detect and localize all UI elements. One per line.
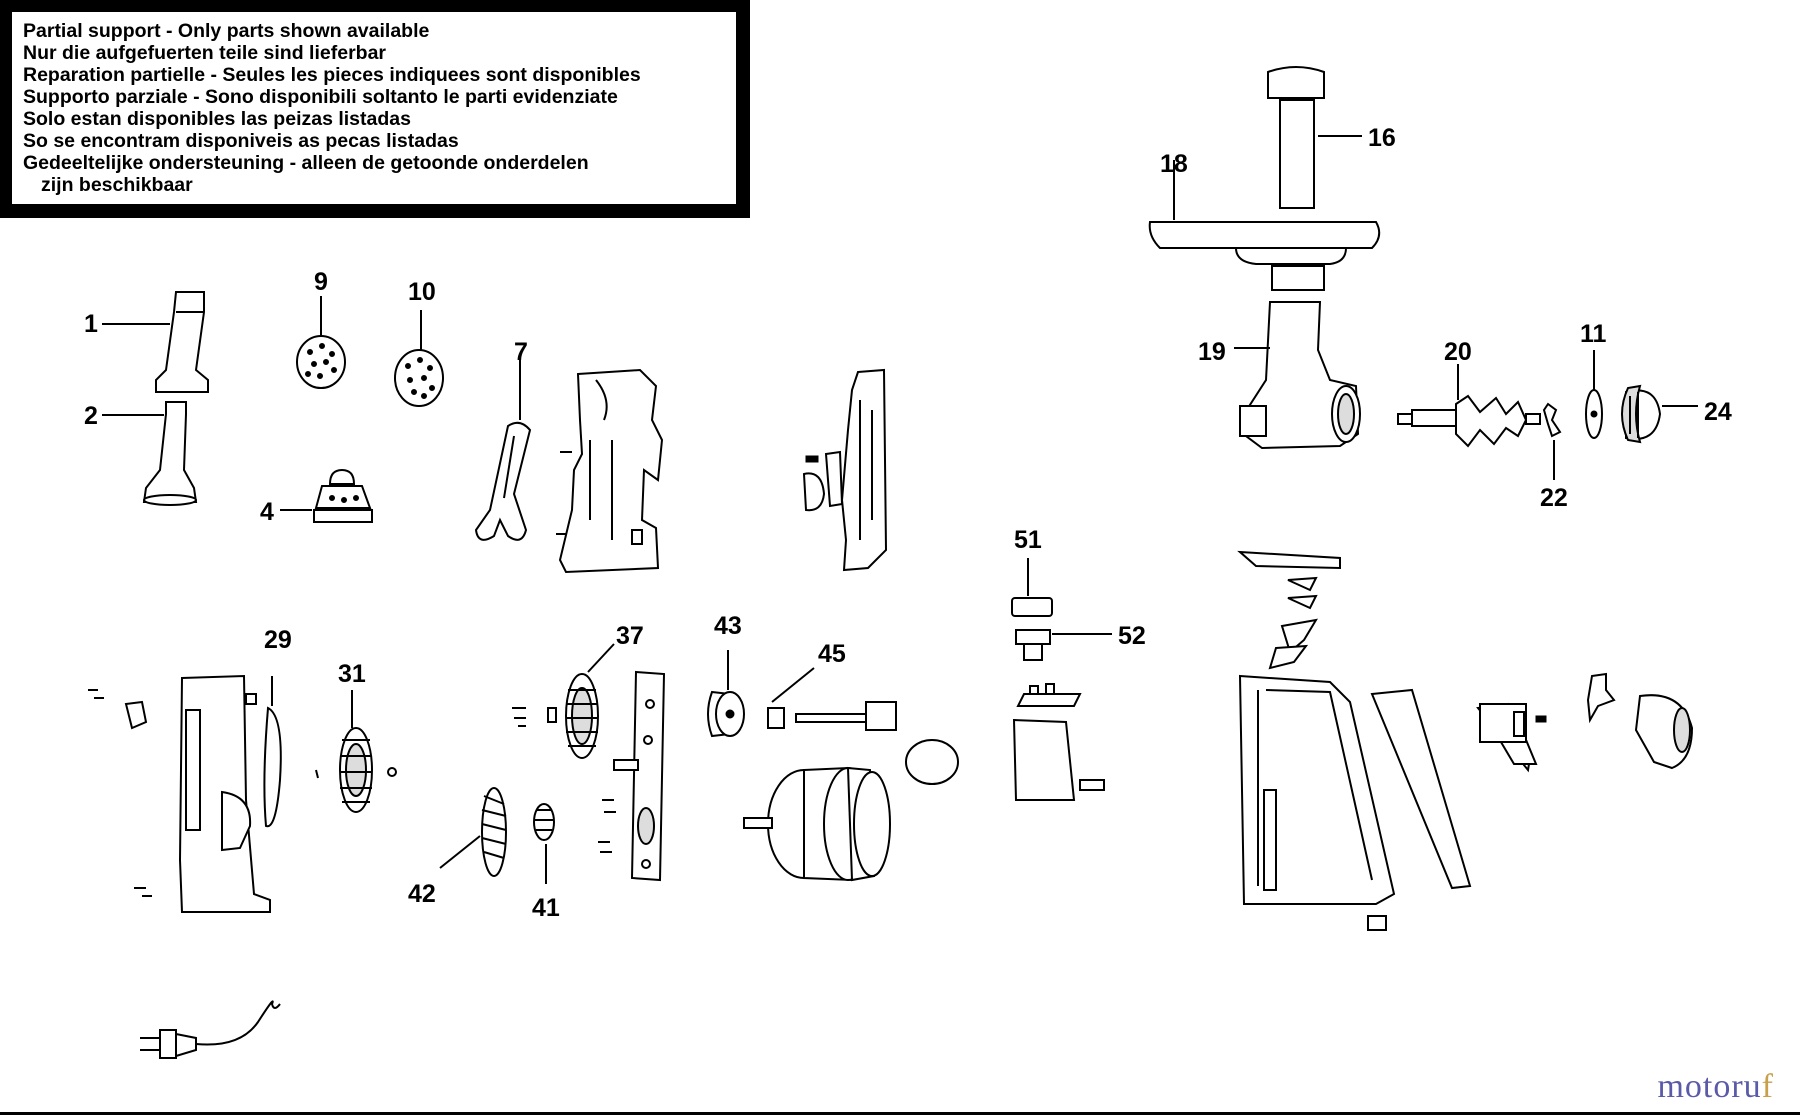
notice-line-nl: Gedeeltelijke ondersteuning - alleen de … <box>23 152 589 174</box>
part-31-gear <box>315 690 397 813</box>
watermark-logo-part1: motoru <box>1657 1068 1762 1105</box>
part-1-sausage-horn <box>102 291 209 393</box>
callout-29: 29 <box>264 626 292 654</box>
part-4-kibbe-attachment <box>280 468 373 523</box>
gear-plate <box>598 670 666 882</box>
part-24-ring-nut <box>1621 384 1698 444</box>
watermark-logo-part2: f <box>1761 1068 1774 1105</box>
notice-line-en: Partial support - Only parts shown avail… <box>23 20 430 42</box>
part-45-shaft-bushing <box>767 667 897 731</box>
part-29-housing <box>88 674 282 913</box>
notice-line-pt: So se encontram disponiveis as pecas lis… <box>23 130 459 152</box>
callout-19: 19 <box>1198 338 1226 366</box>
callout-7: 7 <box>514 338 528 366</box>
callout-2: 2 <box>84 402 98 430</box>
part-10-cutting-plate <box>394 310 444 407</box>
callout-37: 37 <box>616 622 644 650</box>
power-cord <box>140 1000 281 1059</box>
notice-line-it: Supporto parziale - Sono disponibili sol… <box>23 86 618 108</box>
part-9-cutting-plate <box>296 296 346 389</box>
callout-42: 42 <box>408 880 436 908</box>
callout-4: 4 <box>260 498 274 526</box>
circuit-board <box>1012 683 1105 801</box>
callout-18: 18 <box>1160 150 1188 178</box>
callout-9: 9 <box>314 268 328 296</box>
part-43-bearing <box>707 650 745 738</box>
switch-assembly <box>1479 672 1694 770</box>
notice-line-fr: Reparation partielle - Seules les pieces… <box>23 64 641 86</box>
part-7-wrench <box>474 360 532 541</box>
part-52-switch <box>1015 629 1112 661</box>
notice-line-es: Solo estan disponibles las peizas listad… <box>23 108 411 130</box>
housing-half-left <box>556 368 664 574</box>
part-16-pusher <box>1267 66 1362 209</box>
motor <box>743 739 959 882</box>
part-20-auger <box>1397 364 1541 448</box>
part-18-hopper-tray <box>1148 160 1381 291</box>
part-19-grinder-body <box>1234 301 1361 450</box>
callout-51: 51 <box>1014 526 1042 554</box>
part-11-cutting-plate <box>1585 350 1603 439</box>
availability-notice-lines: Partial support - Only parts shown avail… <box>23 20 641 196</box>
availability-notice-inner: Partial support - Only parts shown avail… <box>12 12 736 204</box>
callout-11: 11 <box>1580 320 1607 348</box>
availability-notice-box: Partial support - Only parts shown avail… <box>0 0 750 218</box>
callout-45: 45 <box>818 640 846 668</box>
motor-base-housing <box>1237 550 1538 931</box>
callout-24: 24 <box>1704 398 1732 426</box>
part-37-large-gear <box>512 643 615 759</box>
notice-line-nl-cont: zijn beschikbaar <box>41 174 193 196</box>
callout-52: 52 <box>1118 622 1146 650</box>
watermark-logo: motoruf <box>1657 1068 1774 1106</box>
part-42-fan <box>439 787 507 877</box>
part-22-cutting-blade <box>1542 402 1562 480</box>
callout-10: 10 <box>408 278 436 306</box>
part-2-sausage-horn <box>102 401 198 506</box>
callout-20: 20 <box>1444 338 1472 366</box>
part-51-bushing <box>1011 558 1053 617</box>
bottom-divider <box>0 1112 1800 1115</box>
callout-43: 43 <box>714 612 742 640</box>
callout-31: 31 <box>338 660 366 688</box>
callout-1: 1 <box>84 310 98 338</box>
callout-22: 22 <box>1540 484 1568 512</box>
callout-16: 16 <box>1368 124 1396 152</box>
housing-half-right <box>802 368 888 572</box>
notice-line-de: Nur die aufgefuerten teile sind lieferba… <box>23 42 386 64</box>
part-41-pinion <box>533 803 555 884</box>
callout-41: 41 <box>532 894 560 922</box>
